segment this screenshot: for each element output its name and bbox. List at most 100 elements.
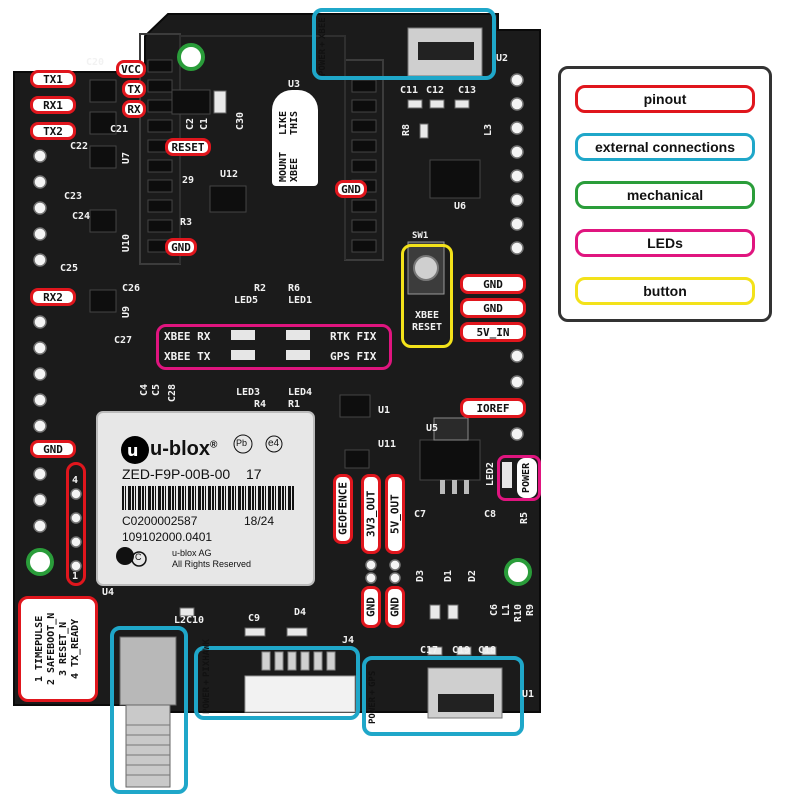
silk-c7: C7 [414,509,427,520]
silk-c21: C21 [110,124,129,135]
module-e4: e4 [268,438,280,449]
header-number-1: 1 [72,571,79,582]
silk-r8: R8 [401,124,412,137]
module-part: ZED-F9P-00B-00 [122,466,231,482]
xbee-power-label: POWER+XBEE [318,17,328,76]
led-power-label: POWER [517,458,537,498]
silk-u2: U2 [496,53,509,64]
pin-5v-out: 5V_OUT [385,474,405,554]
silk-l1: L1 [501,604,512,617]
pin-gnd-r2: GND [460,298,526,318]
button-sw-label: SW1 [412,231,429,241]
silk-c24: C24 [72,211,91,222]
silk-d3: D3 [415,570,426,583]
silk-r6: R6 [288,283,301,294]
mount-xbee-tag [272,90,318,186]
led-power-highlight [497,455,541,501]
pixhawk-power-highlight [194,646,360,720]
pin-gnd-top: GND [335,180,367,198]
pin-gnd-left: GND [30,440,76,458]
xbee-left-header [147,59,173,253]
silk-c23: C23 [64,191,83,202]
ic-chips [89,79,481,481]
pixhawk-jst-connector [244,675,356,713]
timing-pins-label: 1 TIMEPULSE 2 SAFEBOOT_N 3 RESET_N 4 TX_… [18,596,98,702]
button-cap[interactable] [413,255,439,281]
module-rights: All Rights Reserved [172,559,252,569]
silk-u10: U10 [121,234,132,253]
silk-c6: C6 [489,604,500,617]
leds-highlight [156,324,392,370]
silk-r9: R9 [525,604,536,617]
silk-c19: C19 [452,645,471,656]
silk-c26: C26 [122,283,141,294]
silk-d1: D1 [443,570,454,583]
silk-c27: C27 [114,335,133,346]
pin-3v3-out: 3V3_OUT [361,474,381,554]
silk-r3: R3 [180,217,193,228]
module-logo-dot [121,436,149,464]
pin-rx1: RX1 [30,96,76,114]
pin-tx2: TX2 [30,122,76,140]
module-copyright: C [135,552,142,562]
timing-header-frame [66,462,86,586]
silk-d4: D4 [294,607,307,618]
silk-u6: U6 [454,201,467,212]
silk-c25: C25 [60,263,79,274]
xbee-power-highlight [312,8,496,80]
silk-c12: C12 [426,85,445,96]
silk-led3: LED3 [236,387,261,398]
gps-power-label: POWER+GPS [368,671,378,724]
led-xbee-tx: XBEE TX [164,350,211,363]
silk-29: 29 [182,175,195,186]
pin-gnd-b1: GND [361,586,381,628]
sma-connector [119,636,177,788]
silk-u1b: U1 [522,689,535,700]
header-number-4: 4 [72,475,79,486]
silk-led2: LED2 [485,462,496,487]
pin-gnd-r1: GND [460,274,526,294]
module-rev: 17 [246,466,262,482]
bottom-output-pins [365,559,401,584]
silk-c8: C8 [484,509,497,520]
led-rtk-fix: RTK FIX [330,330,377,343]
mounting-holes [26,43,532,586]
led-xbee-rx: XBEE RX [164,330,211,343]
pin-reset: RESET [165,138,211,156]
legend-button: button [575,277,755,305]
silk-c11: C11 [400,85,419,96]
silk-r10: R10 [513,604,524,623]
silk-r2: R2 [254,283,267,294]
silk-led5: LED5 [234,295,259,306]
silk-c10: C10 [186,615,205,626]
silk-c17: C17 [420,645,439,656]
pin-tx1: TX1 [30,70,76,88]
silk-r4: R4 [254,399,267,410]
legend-external-connections: external connections [575,133,755,161]
silk-c13: C13 [458,85,477,96]
led-indicators [231,330,512,488]
module-company: u-blox AG [172,548,212,558]
pin-vcc: VCC [116,60,146,78]
xbee-right-header [351,79,377,253]
silk-l3: L3 [483,124,494,137]
pin-rx2: RX2 [30,288,76,306]
module-serial: C0200002587 [122,514,198,528]
timing-header-pins [70,488,82,572]
pin-tx: TX [122,80,146,98]
legend-leds: LEDs [575,229,755,257]
antenna-highlight [110,626,188,794]
silk-c22: C22 [70,141,89,152]
pin-ioref: IOREF [460,398,526,418]
silk-c18: C18 [478,645,497,656]
silk-c2: C2 [185,118,196,131]
pin-geofence: GEOFENCE [333,474,353,544]
silk-u4: U4 [102,587,115,598]
module-date: 18/24 [244,514,275,528]
silk-c20: C20 [86,57,105,68]
silk-u11: U11 [378,439,397,450]
pin-5v-in: 5V_IN [460,322,526,342]
silk-r5: R5 [519,512,530,525]
